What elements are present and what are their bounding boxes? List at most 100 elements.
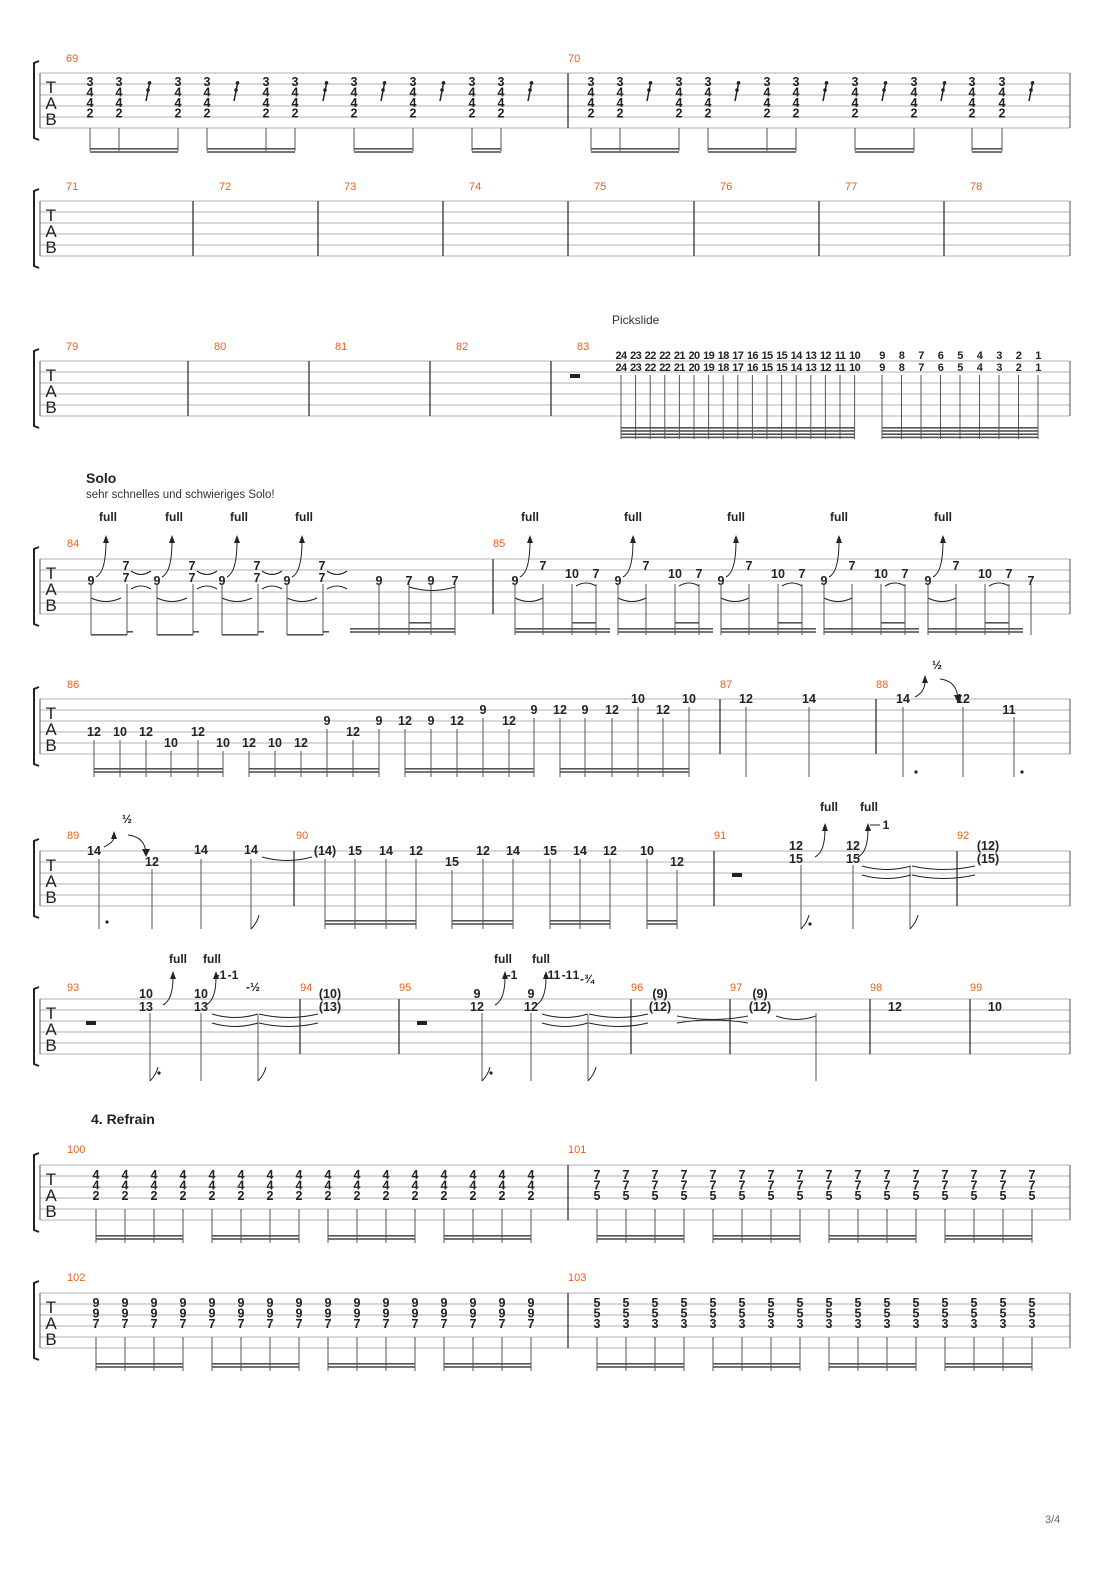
beam	[621, 436, 855, 439]
fret-number: 10	[194, 987, 208, 1001]
tie-slur	[575, 582, 597, 587]
fret-number: 5	[884, 1189, 891, 1203]
fret-number: 10	[268, 736, 282, 750]
fret-number: 5	[1000, 1189, 1007, 1203]
sixteenth-rest-dot	[824, 81, 829, 85]
beam	[325, 923, 416, 925]
fret-number: 2	[175, 107, 182, 121]
tie-slur	[211, 1022, 259, 1028]
bend-label: full	[494, 952, 512, 966]
fret-number: (13)	[319, 1000, 341, 1014]
beam	[405, 768, 534, 770]
staff-system-6: TAB	[33, 838, 1071, 919]
fret-number: 4	[325, 1168, 332, 1182]
beam	[721, 631, 816, 633]
fret-number: 4	[122, 1168, 129, 1182]
tie-slur	[258, 1022, 319, 1028]
fret-number: 7	[884, 1168, 891, 1182]
fret-number: 7	[254, 571, 261, 585]
fret-number: 7	[710, 1168, 717, 1182]
bend-curve	[95, 540, 107, 578]
tab-clef-t: T	[46, 78, 56, 97]
measure-number: 89	[67, 830, 79, 842]
beam	[713, 1238, 800, 1240]
beam	[328, 1363, 415, 1365]
fret-number: 21	[674, 350, 686, 362]
fret-number: 14	[87, 844, 101, 858]
system-bracket	[33, 686, 40, 767]
measure-number: 74	[469, 181, 481, 193]
fret-number: 16	[747, 362, 759, 374]
fret-number: 5	[768, 1189, 775, 1203]
fret-number: 9	[267, 1296, 274, 1310]
beam	[972, 148, 1002, 150]
fret-number: 3	[498, 75, 505, 89]
tab-clef-t: T	[46, 704, 56, 723]
fret-number: 4	[852, 86, 859, 100]
measure-number: 72	[219, 181, 231, 193]
fret-number: 8	[899, 362, 905, 374]
fret-number: 2	[793, 107, 800, 121]
fret-number: 7	[325, 1317, 332, 1331]
fret-number: 7	[696, 567, 703, 581]
tie-slur	[861, 874, 912, 880]
fret-number: 7	[93, 1317, 100, 1331]
sixteenth-rest-dot	[146, 88, 150, 92]
half-rest	[417, 1021, 427, 1025]
fret-number: 2	[764, 107, 771, 121]
fret-number: 4	[354, 1179, 361, 1193]
fret-number: 7	[383, 1317, 390, 1331]
fret-number: 12	[603, 844, 617, 858]
fret-number: 12	[294, 736, 308, 750]
fret-number: 4	[499, 1168, 506, 1182]
fret-number: 2	[1016, 362, 1022, 374]
fret-number: 4	[498, 86, 505, 100]
beam	[928, 628, 1023, 630]
bend-arrowhead	[170, 971, 176, 979]
bend-label: full	[624, 510, 642, 524]
fret-number: 22	[659, 362, 671, 374]
tie-slur	[261, 856, 313, 862]
beam	[94, 771, 223, 773]
fret-number: 9	[209, 1296, 216, 1310]
fret-number: 19	[703, 362, 715, 374]
tab-clef-a: A	[45, 222, 57, 241]
tie-slur	[588, 1013, 649, 1019]
fret-number: 14	[896, 692, 910, 706]
fret-number: 22	[645, 350, 657, 362]
fret-number: 12	[524, 1000, 538, 1014]
fret-number: 3	[855, 1317, 862, 1331]
fret-number: 3	[710, 1317, 717, 1331]
fret-number: 7	[406, 574, 413, 588]
fret-number: 10	[631, 692, 645, 706]
bend-arrowhead	[922, 675, 928, 683]
fret-number: 7	[470, 1317, 477, 1331]
fret-number: 9	[296, 1296, 303, 1310]
fret-number: 9	[354, 1307, 361, 1321]
fret-number: 12	[139, 725, 153, 739]
system-bracket	[33, 546, 40, 627]
sixteenth-rest-dot	[1030, 81, 1035, 85]
fret-number: 7	[849, 559, 856, 573]
fret-number: 10	[771, 567, 785, 581]
fret-number: 4	[528, 1168, 535, 1182]
beam	[855, 148, 914, 150]
fret-number: 18	[718, 350, 730, 362]
fret-number: 5	[594, 1189, 601, 1203]
fret-number: 9	[718, 574, 725, 588]
fret-number: 2	[87, 107, 94, 121]
fret-number: 9	[122, 1296, 129, 1310]
fret-number: 2	[441, 1189, 448, 1203]
fret-number: 5	[855, 1307, 862, 1321]
beam	[452, 923, 513, 925]
fret-number: 9	[879, 362, 885, 374]
fret-number: 9	[325, 1307, 332, 1321]
fret-number: 18	[718, 362, 730, 374]
fret-number: 23	[630, 350, 642, 362]
tie-slur	[326, 570, 348, 576]
tab-clef-b: B	[45, 110, 56, 129]
tie-slur	[130, 585, 152, 590]
fret-number: 9	[428, 714, 435, 728]
bend-label: full	[230, 510, 248, 524]
fret-number: 9	[354, 1296, 361, 1310]
